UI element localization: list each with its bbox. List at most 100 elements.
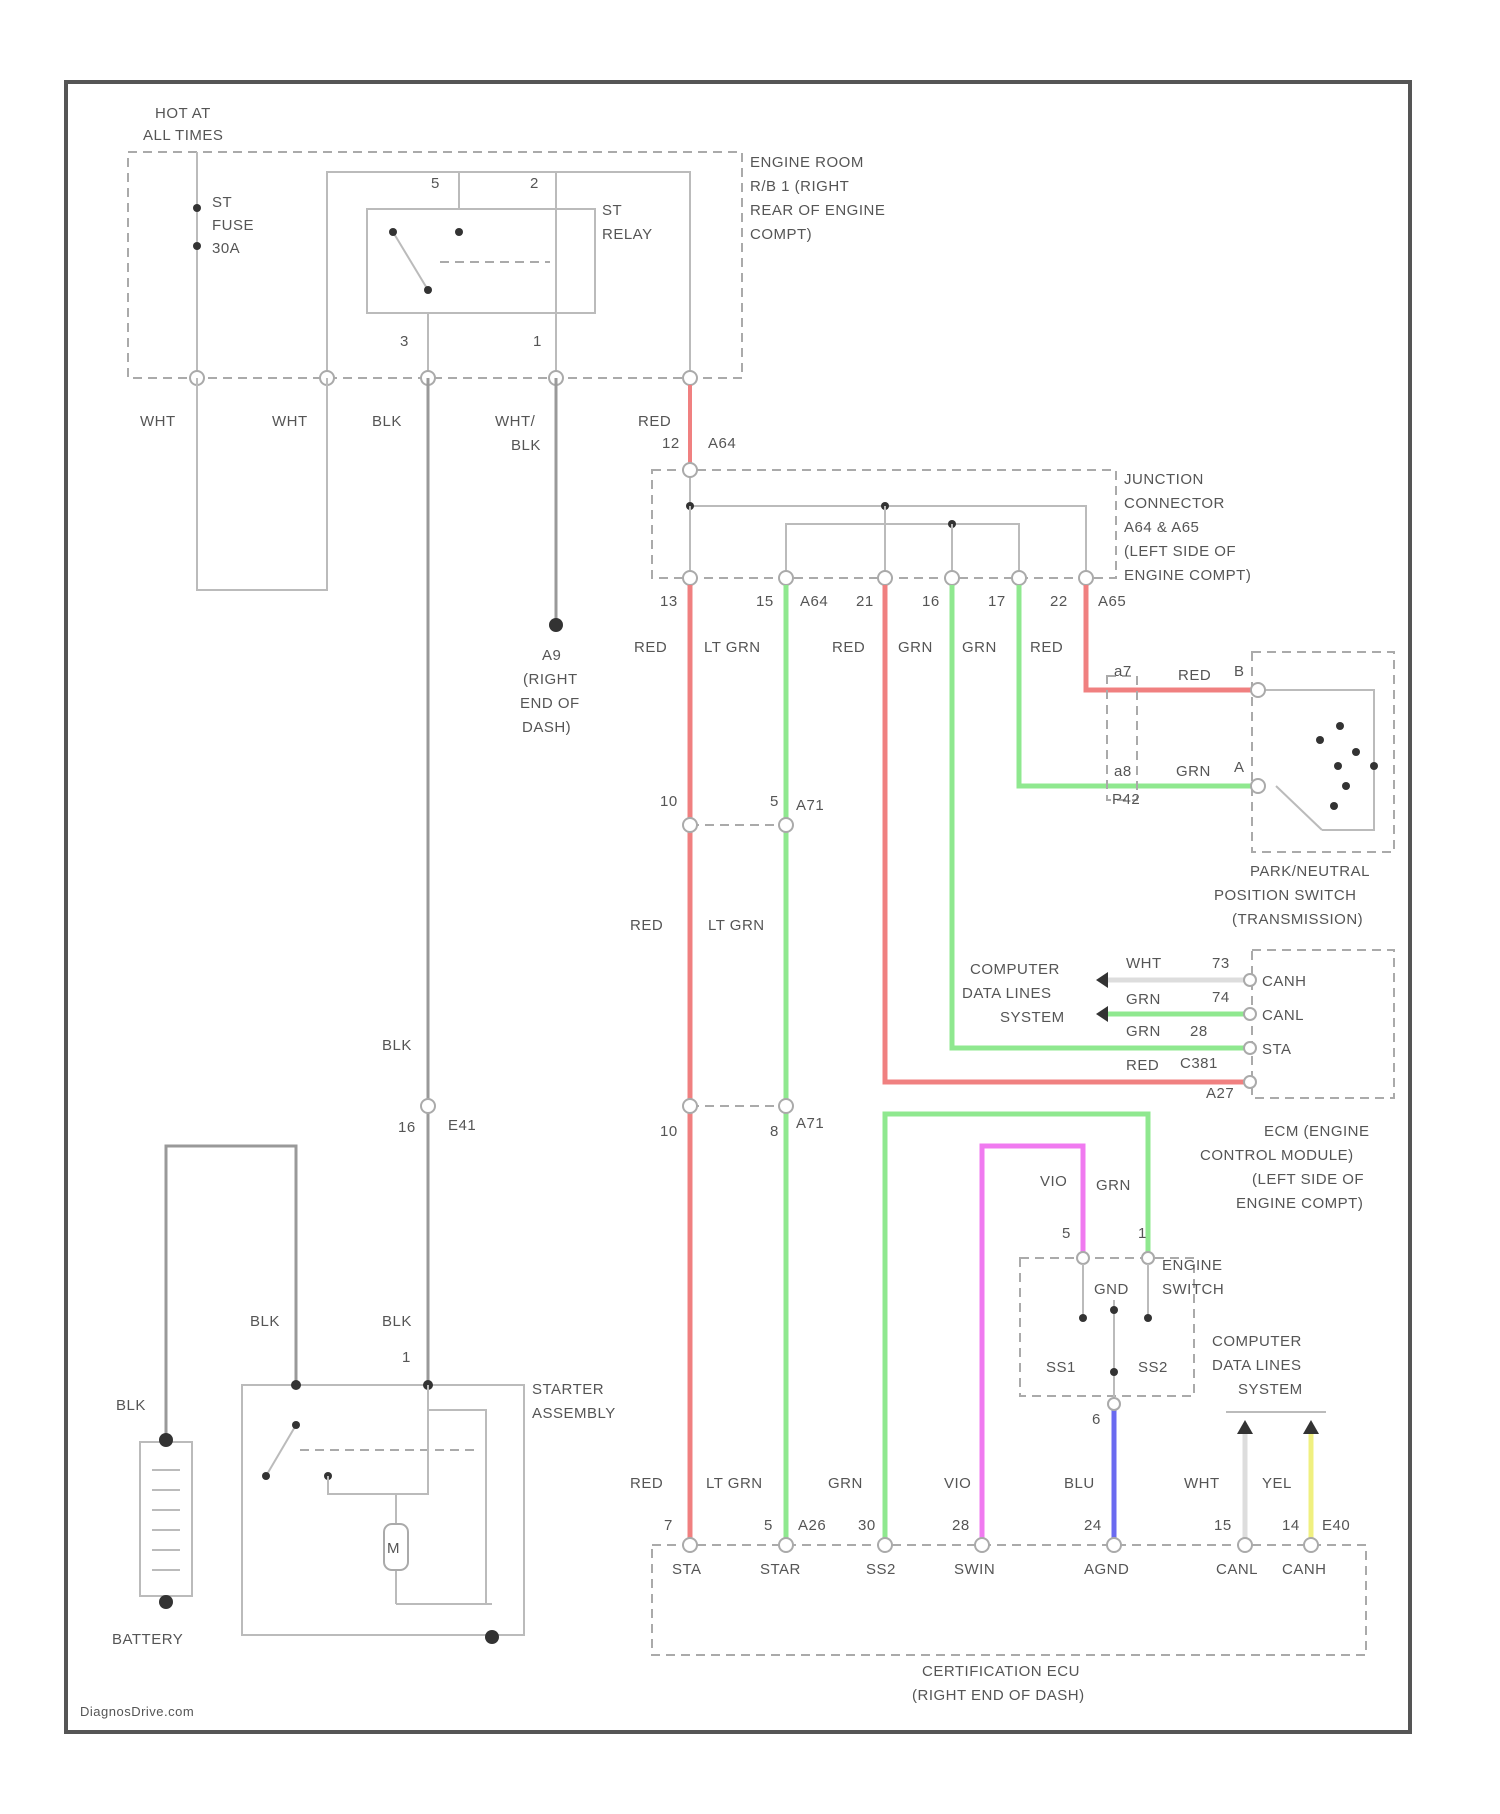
junction-pin-15: 15 [756,593,774,610]
connector [1079,571,1093,585]
relay-contact-b [455,228,463,236]
inline-connectors: 10 5 A71 RED LT GRN 10 8 A71 [630,793,824,1140]
starter-pin-1: 1 [402,1349,411,1366]
connector [779,1099,793,1113]
wire-label-whtblk-2: BLK [511,437,541,454]
esw-pin-5: 5 [1062,1225,1071,1242]
cdl-arrow-grn [1096,1006,1108,1022]
esw-pin-1: 1 [1138,1225,1147,1242]
connector [683,818,697,832]
connector [878,571,892,585]
ecm-wire-red: RED [1126,1057,1159,1074]
pnp-contact-7 [1330,802,1338,810]
cert-wire-vio: VIO [944,1475,971,1492]
ecm-cdl-1: COMPUTER [970,961,1060,978]
ecm-pin-28: 28 [1190,1023,1208,1040]
relay-contact-a [389,228,397,236]
relay-label-1: ST [602,202,622,219]
fuse-label-2: FUSE [212,217,254,234]
cert-label-2: (RIGHT END OF DASH) [912,1687,1085,1704]
cert-conn-a26: A26 [798,1517,826,1534]
junction-label-2: CONNECTOR [1124,495,1225,512]
pnp-wire-grn: GRN [1176,763,1211,780]
relay-feed-wire [327,172,690,378]
connector [683,1538,697,1552]
cert-wire-blu: BLU [1064,1475,1095,1492]
relay-pin-5: 5 [431,175,440,192]
connector [1244,1076,1256,1088]
pin-12: 12 [662,435,680,452]
wire-label-wht-1: WHT [140,413,176,430]
cert-conn-e40: E40 [1322,1517,1350,1534]
junction-label-1: JUNCTION [1124,471,1204,488]
inline-pin-5a: 5 [770,793,779,810]
starter-assembly: M BLK BLK BLK 16 E41 1 STARTER ASSEMBLY [166,1037,616,1644]
engine-switch: VIO GRN 5 1 ENGINE SWITCH GND SS1 SS2 6 [1020,1173,1224,1428]
cert-term-agnd: AGND [1084,1561,1129,1578]
ecm-label-3: (LEFT SIDE OF [1252,1171,1364,1188]
esw-gnd: GND [1094,1281,1129,1298]
ecm-term-sta: STA [1262,1041,1292,1058]
wire-label-wht-2: WHT [272,413,308,430]
connector [1077,1252,1089,1264]
cert-wire-yel: YEL [1262,1475,1292,1492]
pnp-pin-a8: a8 [1114,763,1132,780]
starter-label-2: ASSEMBLY [532,1405,616,1422]
starter-internal-1 [428,1385,486,1604]
ecm-label-2: CONTROL MODULE) [1200,1147,1354,1164]
esw-contact-2 [1110,1306,1118,1314]
inline-conn-a71: A71 [796,797,824,814]
mid-wire-grn2: GRN [962,639,997,656]
cert-term-canh: CANH [1282,1561,1327,1578]
starter-motor-label: M [387,1540,400,1557]
connector [975,1538,989,1552]
wire-label-whtblk-1: WHT/ [495,413,536,430]
cdl-bottom-2: DATA LINES [1212,1357,1301,1374]
junction-pin-21: 21 [856,593,874,610]
connector [421,1099,435,1113]
esw-contact-3 [1144,1314,1152,1322]
junction-pin-16: 16 [922,593,940,610]
connector [1108,1398,1120,1410]
ground-label-4: DASH) [522,719,571,736]
pnp-conn-p42: P42 [1112,791,1140,808]
pnp-pin-b: B [1234,663,1245,680]
junction-label-5: ENGINE COMPT) [1124,567,1251,584]
relay-pin-1: 1 [533,333,542,350]
starter-contact-1 [292,1421,300,1429]
relay-box-label-1: ENGINE ROOM [750,154,864,171]
pnp-contact-4 [1334,762,1342,770]
pnp-label-1: PARK/NEUTRAL [1250,863,1370,880]
starter-wire-blk-b: BLK [382,1313,412,1330]
connector [779,818,793,832]
junction-pin-22: 22 [1050,593,1068,610]
battery-positive-wire [166,1146,296,1440]
ecm-label-1: ECM (ENGINE [1264,1123,1370,1140]
connector [1238,1538,1252,1552]
ecm-pin-74: 74 [1212,989,1230,1006]
connector [1244,1042,1256,1054]
connector [683,1099,697,1113]
junction-conn-a65: A65 [1098,593,1126,610]
mid-wire-red: RED [634,639,667,656]
connector [1012,571,1026,585]
st-relay-box [367,209,595,313]
ecm-term-a27: A27 [1206,1085,1234,1102]
wire-label-blk: BLK [372,413,402,430]
cert-pin-30: 30 [858,1517,876,1534]
grn-wire-pnp [1019,585,1258,786]
esw-pin-6: 6 [1092,1411,1101,1428]
hot-label-1: HOT AT [155,105,211,122]
connector [878,1538,892,1552]
ecm-label-4: ENGINE COMPT) [1236,1195,1363,1212]
cdl-arrow-wht [1096,972,1108,988]
cert-pin-28: 28 [952,1517,970,1534]
cert-pin-24: 24 [1084,1517,1102,1534]
relay-contact-c [424,286,432,294]
ground-label-2: (RIGHT [523,671,578,688]
pnp-internal [1262,690,1374,830]
starter-label-1: STARTER [532,1381,604,1398]
connector [683,371,697,385]
pnp-contact-6 [1342,782,1350,790]
ecm-cdl-3: SYSTEM [1000,1009,1065,1026]
